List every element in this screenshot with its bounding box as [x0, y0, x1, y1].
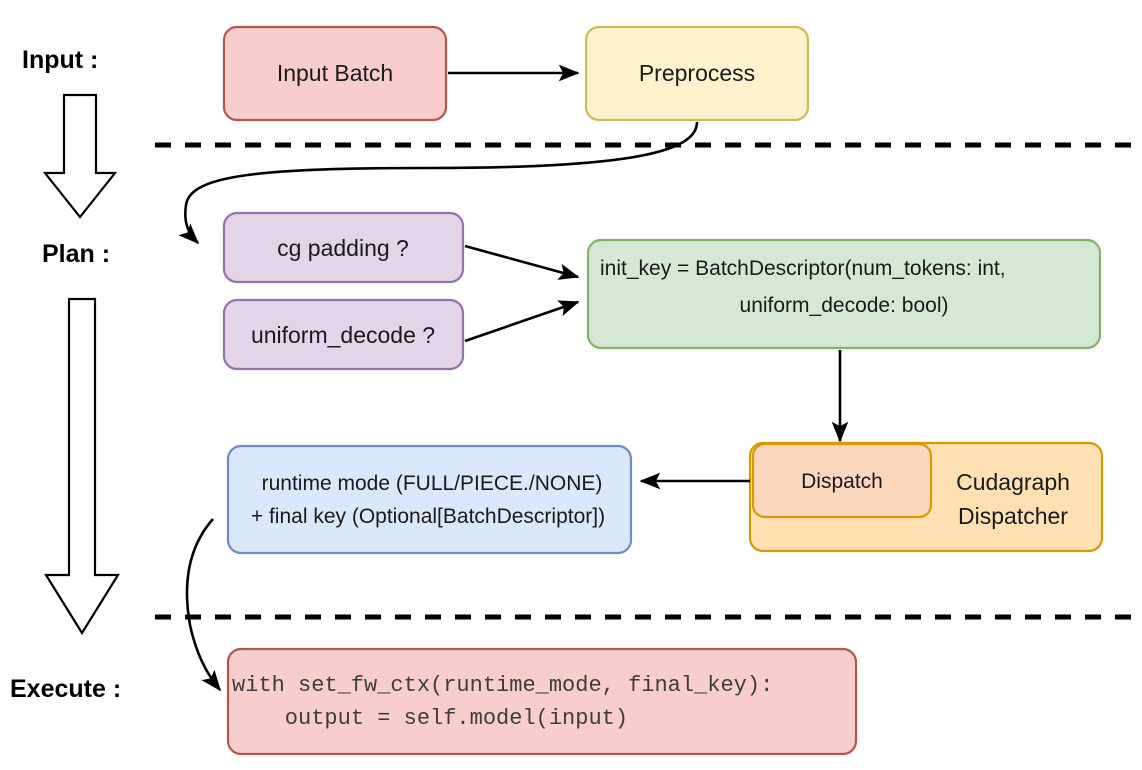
uniform-decode-label: uniform_decode ? — [251, 322, 435, 348]
runtime-mode-line1: runtime mode (FULL/PIECE./NONE) — [262, 472, 603, 495]
init-key-line1: init_key = BatchDescriptor(num_tokens: i… — [600, 257, 1006, 280]
edge-cg-padding-to-init-key — [464, 244, 580, 280]
node-preprocess[interactable]: Preprocess — [584, 25, 810, 122]
init-key-line2: uniform_decode: bool) — [740, 294, 949, 317]
block-arrow-input-to-plan — [42, 93, 118, 219]
stage-label-plan: Plan : — [42, 240, 110, 268]
node-uniform-decode[interactable]: uniform_decode ? — [222, 298, 465, 371]
execute-code-line1: with set_fw_ctx(runtime_mode, final_key)… — [232, 673, 773, 698]
node-runtime-mode[interactable]: runtime mode (FULL/PIECE./NONE) + final … — [226, 444, 633, 555]
edge-preprocess-to-cg-padding — [178, 121, 699, 245]
dispatch-box — [751, 442, 933, 519]
preprocess-label: Preprocess — [639, 60, 755, 86]
edge-runtime-mode-to-execute-code — [185, 518, 222, 692]
node-execute-code[interactable]: with set_fw_ctx(runtime_mode, final_key)… — [226, 647, 858, 756]
cudagraph-dispatcher-line1: Cudagraph — [956, 469, 1070, 495]
node-input-batch[interactable]: Input Batch — [222, 25, 448, 122]
preprocess-box — [584, 25, 810, 122]
execute-code-line2: output = self.model(input) — [232, 706, 628, 731]
runtime-mode-line2: + final key (Optional[BatchDescriptor]) — [251, 505, 605, 528]
init-key-box — [586, 238, 1102, 350]
execute-code-box — [226, 647, 858, 756]
block-arrow-plan-to-execute — [44, 297, 120, 636]
node-dispatch[interactable]: Dispatch — [751, 442, 933, 519]
cudagraph-dispatcher-line2: Dispatcher — [958, 503, 1068, 529]
node-init-key[interactable]: init_key = BatchDescriptor(num_tokens: i… — [586, 238, 1102, 350]
input-batch-label: Input Batch — [277, 60, 393, 86]
cg-padding-box — [222, 211, 465, 284]
input-batch-box — [222, 25, 448, 122]
cg-padding-label: cg padding ? — [277, 235, 409, 261]
uniform-decode-box — [222, 298, 465, 371]
dispatch-label: Dispatch — [801, 470, 883, 493]
stage-label-execute: Execute : — [10, 675, 121, 703]
runtime-mode-box — [226, 444, 633, 555]
stage-label-input: Input : — [22, 46, 98, 74]
edge-uniform-decode-to-init-key — [464, 300, 580, 343]
node-cg-padding[interactable]: cg padding ? — [222, 211, 465, 284]
